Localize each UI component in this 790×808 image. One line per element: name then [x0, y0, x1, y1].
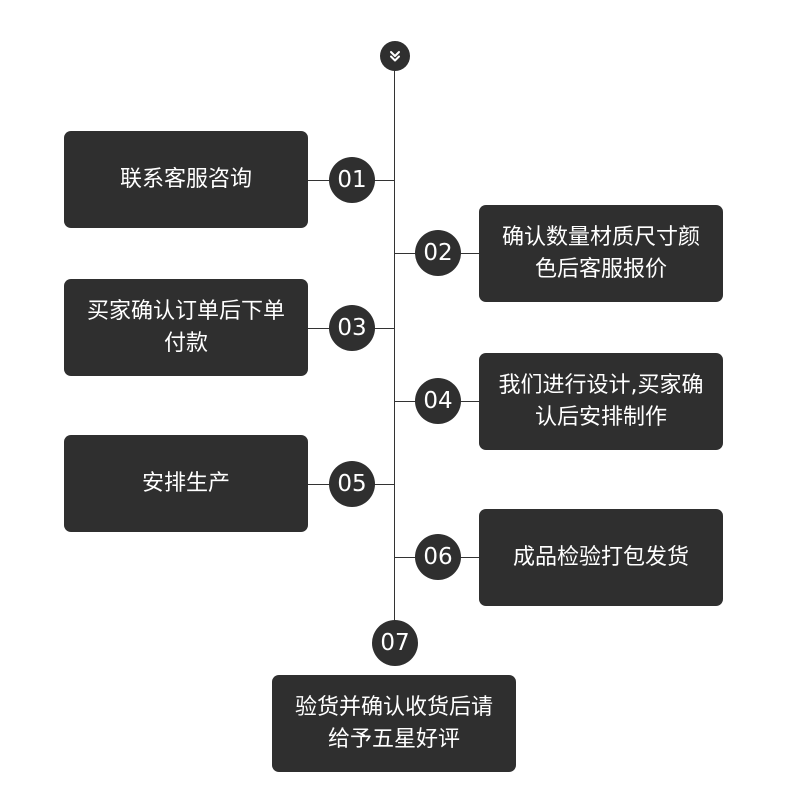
step-1-box: 联系客服咨询 [64, 131, 308, 228]
step-5-number-badge: 05 [329, 461, 375, 507]
step-3-number-badge: 03 [329, 305, 375, 351]
step-4-box: 我们进行设计,买家确认后安排制作 [479, 353, 723, 450]
step-2-box: 确认数量材质尺寸颜色后客服报价 [479, 205, 723, 302]
step-4-number-badge: 04 [415, 378, 461, 424]
step-6-number-badge: 06 [415, 534, 461, 580]
step-5-box: 安排生产 [64, 435, 308, 532]
step-7-number-badge: 07 [372, 620, 418, 666]
double-chevron-down-icon [380, 41, 410, 71]
step-2-number-badge: 02 [415, 230, 461, 276]
step-3-box: 买家确认订单后下单付款 [64, 279, 308, 376]
step-7-box: 验货并确认收货后请给予五星好评 [272, 675, 516, 772]
step-6-box: 成品检验打包发货 [479, 509, 723, 606]
timeline-axis [394, 56, 395, 650]
step-1-number-badge: 01 [329, 157, 375, 203]
